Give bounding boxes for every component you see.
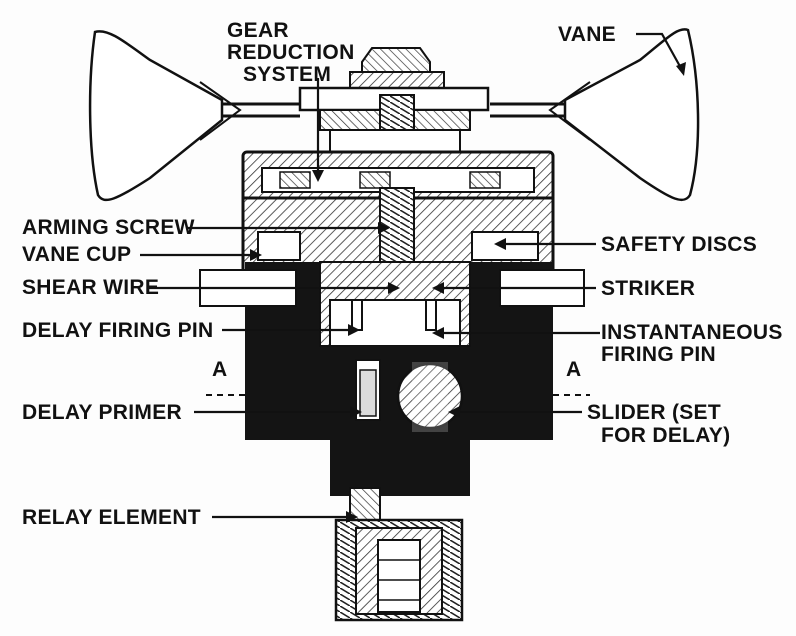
gear-housing — [298, 47, 490, 176]
label-slider-2: FOR DELAY) — [601, 424, 730, 447]
label-instantaneous-2: FIRING PIN — [601, 343, 716, 366]
label-striker: STRIKER — [601, 277, 695, 300]
label-gear-reduction-1: GEAR — [227, 19, 289, 42]
label-relay-element: RELAY ELEMENT — [22, 506, 201, 529]
labels: GEAR REDUCTION SYSTEM VANE ARMING SCREW … — [22, 19, 783, 529]
label-section-a-left: A — [212, 358, 227, 381]
label-delay-primer: DELAY PRIMER — [22, 401, 182, 424]
label-shear-wire: SHEAR WIRE — [22, 276, 159, 299]
label-vane: VANE — [558, 23, 616, 46]
label-slider-1: SLIDER (SET — [587, 401, 721, 424]
label-instantaneous-1: INSTANTANEOUS — [601, 321, 783, 344]
label-arming-screw: ARMING SCREW — [22, 216, 195, 239]
right-vane — [490, 28, 700, 202]
label-safety-discs: SAFETY DISCS — [601, 233, 757, 256]
booster-housing — [330, 440, 470, 622]
label-section-a-right: A — [566, 358, 581, 381]
label-gear-reduction-2: REDUCTION — [227, 41, 355, 64]
leader-lines — [140, 32, 686, 523]
label-delay-firing-pin: DELAY FIRING PIN — [22, 319, 214, 342]
left-vane — [88, 30, 300, 202]
label-gear-reduction-3: SYSTEM — [243, 63, 331, 86]
label-vane-cup: VANE CUP — [22, 243, 131, 266]
